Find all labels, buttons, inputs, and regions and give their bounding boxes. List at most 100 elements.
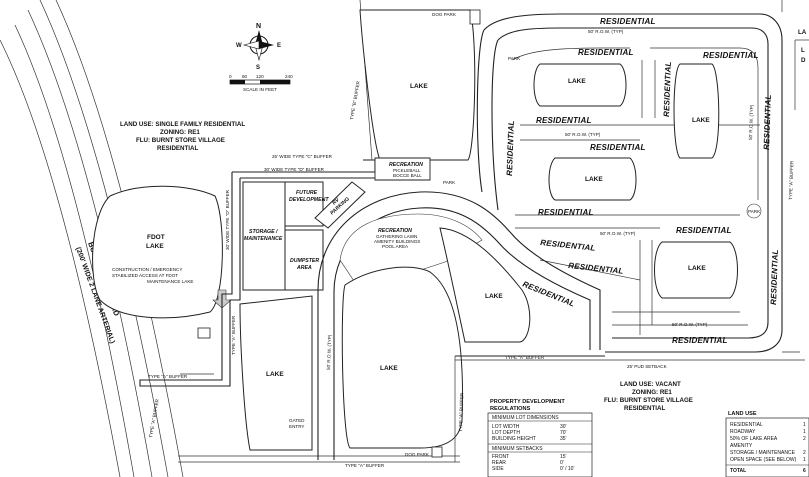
res-v3: RESIDENTIAL	[762, 94, 773, 150]
fdot-lake: FDOT LAKE CONSTRUCTION / EMERGENCY STABI…	[92, 185, 232, 339]
rec-top-1: RECREATION	[389, 162, 423, 168]
res-top: RESIDENTIAL	[600, 17, 656, 26]
res-6: RESIDENTIAL	[676, 226, 732, 235]
lu-total-v: 6	[803, 468, 806, 474]
row-1: 50' R.O.W. (TYP)	[588, 29, 624, 34]
prop-s2-v: 0'	[560, 460, 564, 466]
res-2: RESIDENTIAL	[703, 51, 759, 60]
dumpster-1: DUMPSTER	[290, 258, 319, 264]
land-use-west-4: RESIDENTIAL	[157, 145, 198, 152]
res-7: RESIDENTIAL	[540, 238, 596, 253]
fdot-lake-label-1: FDOT	[147, 234, 165, 241]
land-use-south-4: RESIDENTIAL	[624, 405, 665, 412]
scale-tick-0: 0	[229, 74, 232, 79]
buffer-d-h: 30' WIDE TYPE "D" BUFFER	[264, 167, 325, 172]
lu-r4-k: AMENITY	[730, 443, 753, 449]
lu-r2-k: ROADWAY	[730, 429, 756, 435]
lu-r6-v: 1	[803, 457, 806, 463]
buffer-d-v: 30' WIDE TYPE "D" BUFFER	[225, 189, 230, 250]
prop-r1-k: LOT WIDTH	[492, 424, 520, 430]
res-10: RESIDENTIAL	[672, 336, 728, 345]
prop-r3-k: BUILDING HEIGHT	[492, 436, 536, 442]
lu-r5-k: STORAGE / MAINTENANCE	[730, 450, 796, 456]
gated-1: GATED	[289, 418, 305, 423]
edge-frag-1: LA	[798, 29, 807, 36]
dog-park-bottom: DOG PARK	[405, 452, 430, 457]
land-use-south: LAND USE: VACANT ZONING: RE1 FLU: BURNT …	[604, 381, 693, 412]
buffer-a-bottom: TYPE "A" BUFFER	[345, 463, 385, 468]
prop-section-1: MINIMUM LOT DIMENSIONS	[492, 415, 559, 421]
scale-tick-120: 120	[256, 74, 264, 79]
prop-r3-v: 35'	[560, 436, 567, 442]
row-v: 50' R.O.W. (TYP)	[748, 104, 754, 140]
fdot-lake-label-2: LAKE	[146, 243, 164, 250]
rec-main-3: AMENITY BUILDINGS	[374, 239, 420, 244]
res-v1: RESIDENTIAL	[505, 120, 516, 176]
rec-main-1: RECREATION	[378, 228, 412, 234]
lu-r3-v: 2	[803, 436, 806, 442]
storage-label-2: MAINTENANCE	[244, 236, 283, 242]
type-a-buffer-east: TYPE "A" BUFFER	[788, 160, 794, 200]
lake-central-label: LAKE	[380, 365, 398, 372]
residential-lakes: LAKE LAKE LAKE LAKE	[533, 63, 738, 299]
lu-title: LAND USE	[728, 411, 757, 417]
lu-total-k: TOTAL	[730, 468, 746, 474]
edge-frag-3: D	[801, 57, 806, 64]
recreation-pickleball: RECREATION PICKLEBALL BOCCE BALL PARK	[374, 157, 456, 185]
prop-r1-v: 30'	[560, 424, 567, 430]
prop-s2-k: REAR	[492, 460, 506, 466]
park-2: PARK	[748, 209, 761, 214]
res-9: RESIDENTIAL	[521, 280, 576, 309]
scale-tick-240: 240	[285, 74, 293, 79]
row-2: 50' R.O.W. (TYP)	[565, 132, 601, 137]
res-v4: RESIDENTIAL	[769, 249, 780, 305]
construction-2: STABILIZED ACCESS AT FDOT	[112, 273, 178, 278]
buffer-a-v-south: TYPE "A" BUFFER	[458, 392, 464, 432]
lu-r5-v: 2	[803, 450, 806, 456]
lake-res-3: LAKE	[585, 176, 603, 183]
land-use-west-3: FLU: BURNT STORE VILLAGE	[136, 137, 225, 144]
storage-label-1: STORAGE /	[249, 229, 278, 235]
lake-res-4: LAKE	[688, 265, 706, 272]
rec-top-2: PICKLEBALL	[393, 168, 421, 173]
future-dev-2: DEVELOPMENT	[289, 197, 329, 203]
road-network	[317, 13, 783, 460]
edge-fragments: LA L D	[781, 0, 809, 110]
compass-rose: N S E W	[236, 23, 281, 71]
buffer-a-v-west: TYPE "A" BUFFER	[148, 398, 160, 438]
land-use-south-2: ZONING: RE1	[632, 389, 672, 396]
dog-park-top: DOG PARK	[432, 12, 457, 17]
res-1: RESIDENTIAL	[578, 48, 634, 57]
rv-parking-1: RV	[331, 197, 341, 207]
construction-1: CONSTRUCTION / EMERGENCY	[112, 267, 182, 272]
land-use-west: LAND USE: SINGLE FAMILY RESIDENTIAL ZONI…	[120, 121, 245, 152]
prop-s3-k: SIDE	[492, 466, 504, 472]
prop-title-1: PROPERTY DEVELOPMENT	[490, 399, 565, 405]
buffer-a-south: TYPE "A" BUFFER	[505, 355, 545, 360]
compass-e: E	[277, 43, 281, 49]
pud-setback: 25' PUD SETBACK	[627, 364, 668, 369]
buffer-b: TYPE "B" BUFFER	[349, 80, 361, 120]
land-use-west-2: ZONING: RE1	[160, 129, 200, 136]
land-use-south-3: FLU: BURNT STORE VILLAGE	[604, 397, 693, 404]
lu-r1-k: RESIDENTIAL	[730, 422, 763, 428]
lake-res-1: LAKE	[568, 78, 586, 85]
dumpster-2: AREA	[296, 265, 312, 271]
lu-r6-k: OPEN SPACE (SEE BELOW)	[730, 457, 797, 463]
lake-west-label: LAKE	[266, 371, 284, 378]
property-table: PROPERTY DEVELOPMENT REGULATIONS MINIMUM…	[487, 399, 593, 477]
res-5: RESIDENTIAL	[538, 208, 594, 217]
res-3: RESIDENTIAL	[536, 116, 592, 125]
scale-caption: SCALE IN FEET	[243, 87, 277, 92]
land-use-south-1: LAND USE: VACANT	[620, 381, 681, 388]
res-v2: RESIDENTIAL	[662, 61, 673, 117]
park-1: PARK	[508, 56, 521, 61]
lu-r3-k: 50% OF LAKE AREA	[730, 436, 778, 442]
row-central-v: 50' R.O.W. (TYP)	[326, 334, 332, 370]
res-8: RESIDENTIAL	[568, 261, 624, 276]
prop-section-2: MINIMUM SETBACKS	[492, 446, 543, 452]
amenity-block: STORAGE / MAINTENANCE FUTURE DEVELOPMENT…	[242, 181, 366, 291]
construction-3: MAINTENANCE LAKE	[147, 279, 193, 284]
lake-north-west: LAKE DOG PARK	[359, 9, 481, 161]
